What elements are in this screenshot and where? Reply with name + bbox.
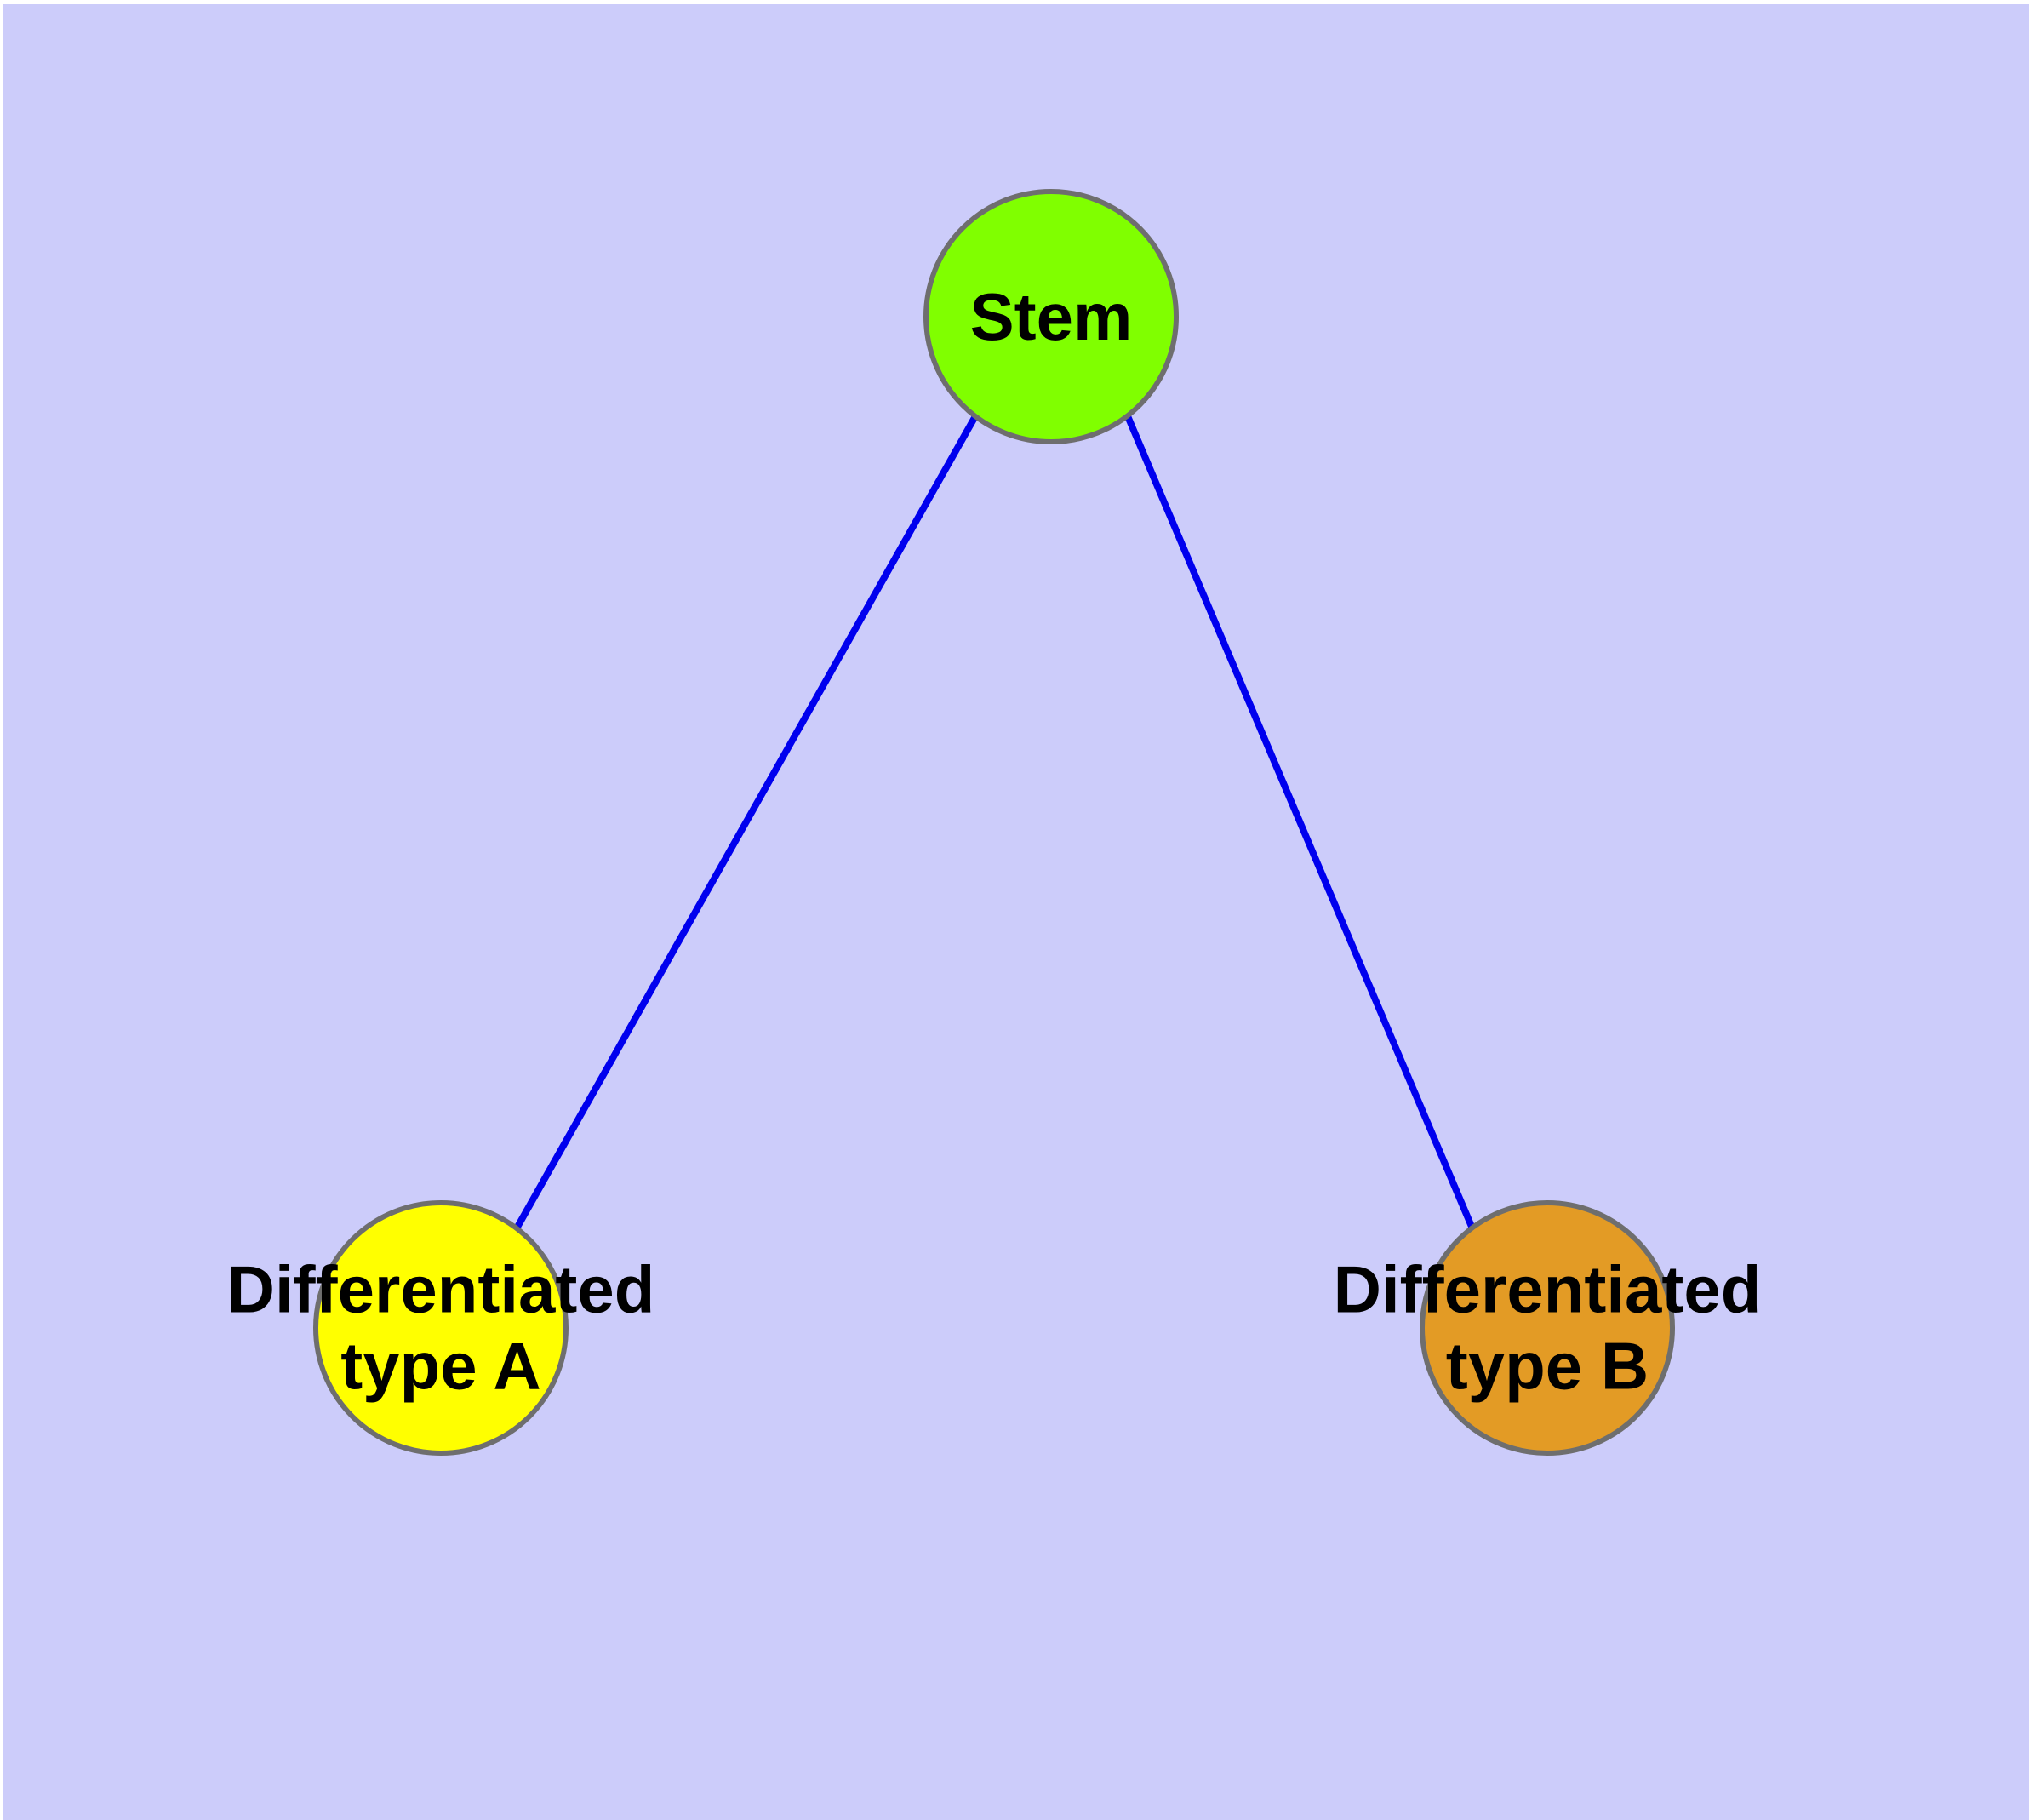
node-diff-b[interactable]	[1420, 1200, 1675, 1456]
node-diff-a[interactable]	[313, 1200, 569, 1456]
edge-stem-to-diff-a	[513, 415, 979, 1230]
edge-stem-to-diff-b	[1124, 415, 1476, 1230]
node-stem[interactable]	[923, 189, 1179, 444]
edge-layer	[513, 415, 1476, 1230]
node-layer	[313, 189, 1675, 1456]
